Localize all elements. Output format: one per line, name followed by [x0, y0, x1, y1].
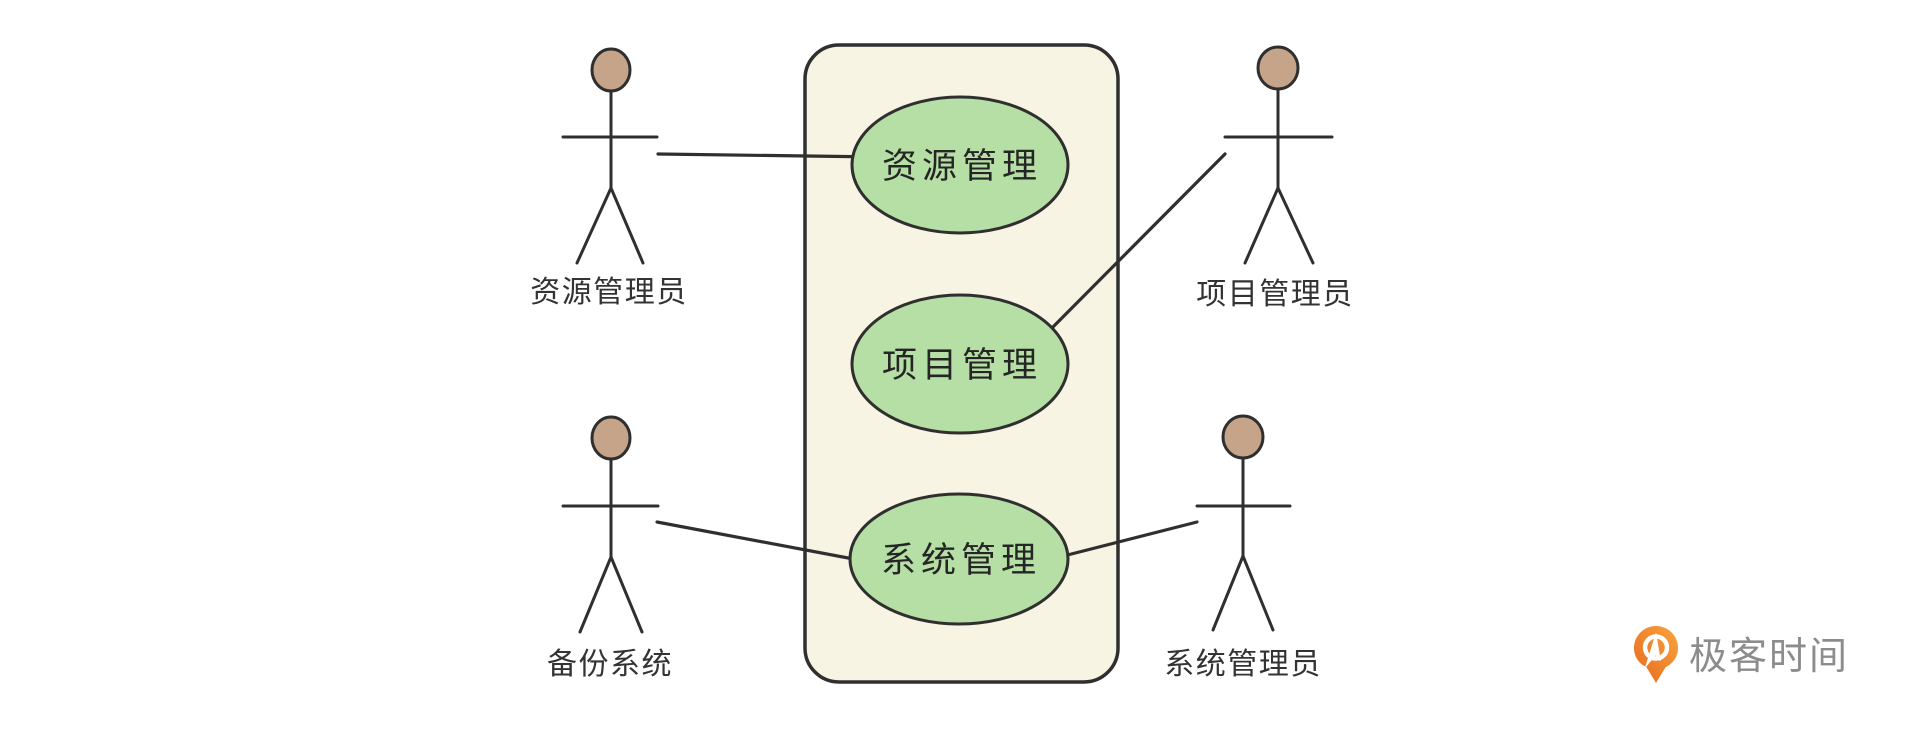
usecase-project-management: 项目管理: [850, 293, 1070, 435]
actor-left-leg: [575, 186, 613, 265]
actor-head: [1221, 414, 1265, 460]
association-backup-system-system-management: [655, 520, 882, 566]
actor-head: [590, 47, 632, 93]
geektime-logo-text: 极客时间: [1689, 636, 1850, 678]
actor-head: [1256, 45, 1300, 91]
actor-left-leg: [1211, 554, 1245, 632]
usecase-ellipse: [850, 293, 1070, 435]
geektime-pin-icon: [1634, 626, 1678, 683]
usecase-ellipse: [848, 492, 1070, 626]
actor-right-leg: [609, 186, 645, 265]
actor-left-leg: [578, 555, 613, 634]
actor-head: [590, 415, 632, 461]
association-resource-admin-resource-management: [656, 152, 882, 159]
usecase-ellipse: [850, 95, 1070, 235]
actor-label: 资源管理员: [530, 276, 688, 309]
logo-needle: [1644, 632, 1661, 669]
actor-label: 项目管理员: [1196, 278, 1354, 311]
geektime-logo: 极客时间: [1632, 626, 1849, 688]
actor-label: 备份系统: [547, 648, 673, 681]
actor-project-admin: 项目管理员: [1196, 45, 1354, 311]
actor-left-leg: [1243, 186, 1280, 265]
actor-system-admin: 系统管理员: [1164, 414, 1322, 681]
usecase-label: 项目管理: [882, 346, 1042, 385]
association-project-admin-project-management: [1043, 152, 1227, 337]
actor-label: 系统管理员: [1164, 648, 1322, 681]
actor-resource-admin: 资源管理员: [530, 47, 688, 309]
usecase-resource-management: 资源管理: [850, 95, 1070, 235]
usecase-system-management: 系统管理: [848, 492, 1070, 626]
actor-backup-system: 备份系统: [547, 415, 673, 681]
actor-right-leg: [609, 555, 644, 634]
actor-right-leg: [1241, 554, 1275, 632]
usecase-label: 系统管理: [881, 541, 1041, 580]
usecase-label: 资源管理: [882, 147, 1042, 186]
actor-right-leg: [1276, 186, 1315, 265]
